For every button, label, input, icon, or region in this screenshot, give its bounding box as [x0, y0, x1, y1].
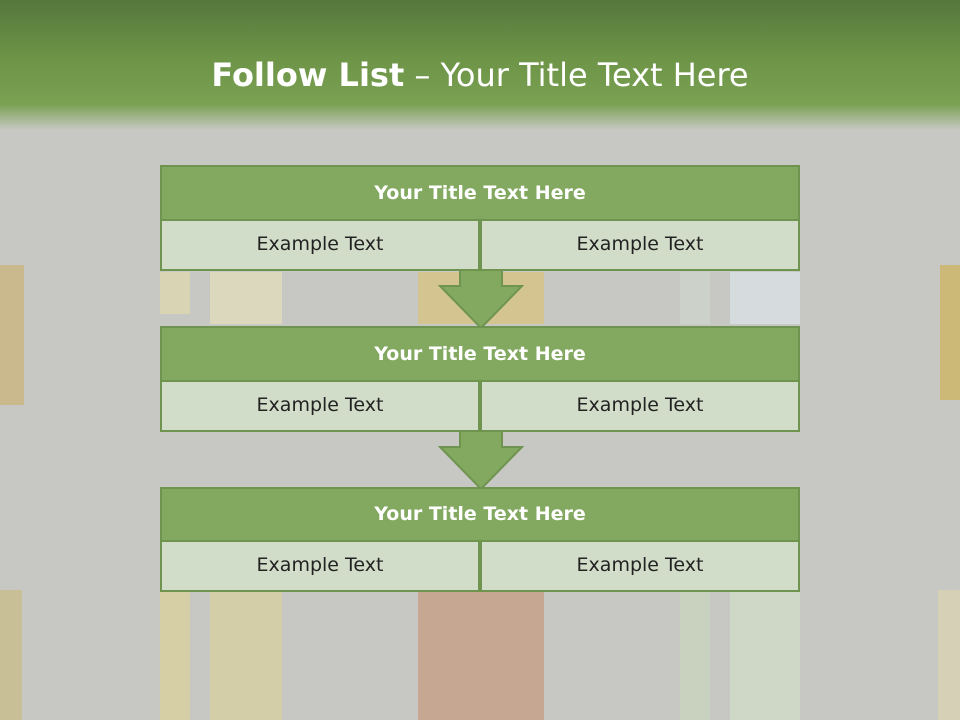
- slide-title-bold: Follow List: [211, 56, 405, 94]
- block-row: Example Text Example Text: [160, 542, 800, 592]
- block-title: Your Title Text Here: [160, 487, 800, 542]
- block-row: Example Text Example Text: [160, 382, 800, 432]
- block-title: Your Title Text Here: [160, 165, 800, 221]
- background-pane-2: [210, 272, 282, 324]
- background-window-left: [0, 265, 24, 405]
- down-arrow-icon: [438, 270, 524, 330]
- background-pane-7: [210, 592, 282, 720]
- block-cell-right: Example Text: [480, 382, 800, 432]
- block-cell-right: Example Text: [480, 221, 800, 271]
- background-pane-5: [730, 272, 800, 324]
- block-cell-left: Example Text: [160, 382, 480, 432]
- background-pane-6: [160, 592, 190, 720]
- block-cell-left: Example Text: [160, 221, 480, 271]
- list-block-1: Your Title Text Here Example Text Exampl…: [160, 165, 800, 271]
- block-row: Example Text Example Text: [160, 221, 800, 271]
- list-block-2: Your Title Text Here Example Text Exampl…: [160, 326, 800, 432]
- down-arrow-icon: [438, 431, 524, 491]
- background-window-right-bottom: [938, 590, 960, 720]
- slide-title: Follow List – Your Title Text Here: [0, 56, 960, 94]
- block-cell-right: Example Text: [480, 542, 800, 592]
- background-window-right: [940, 265, 960, 400]
- background-pane-9: [680, 592, 710, 720]
- background-pane-8: [418, 592, 544, 720]
- slide-title-rest: – Your Title Text Here: [404, 56, 749, 94]
- block-title: Your Title Text Here: [160, 326, 800, 382]
- title-bar: Follow List – Your Title Text Here: [0, 0, 960, 130]
- background-pane-4: [680, 272, 710, 324]
- list-block-3: Your Title Text Here Example Text Exampl…: [160, 487, 800, 592]
- background-pane-10: [730, 592, 800, 720]
- background-window-left-bottom: [0, 590, 22, 720]
- background-pane-1: [160, 272, 190, 314]
- block-cell-left: Example Text: [160, 542, 480, 592]
